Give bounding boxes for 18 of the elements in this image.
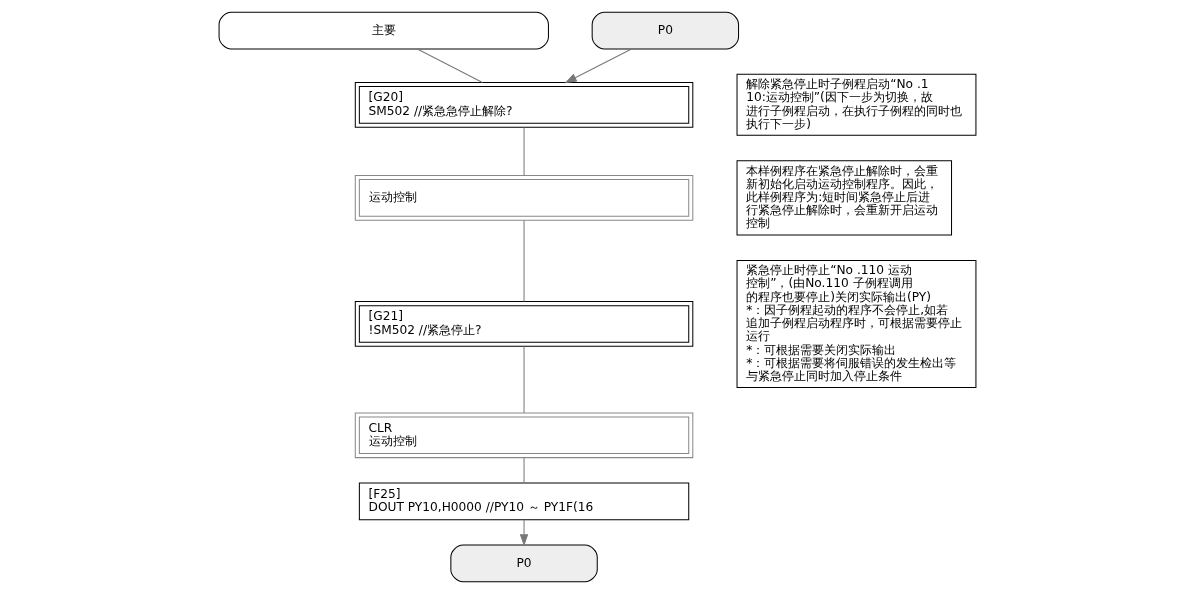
- connector: [523, 457, 525, 484]
- node-box: 运动控制: [354, 175, 693, 221]
- connector: [523, 346, 525, 414]
- node-box: [G20] SM502 //紧急急停止解除?: [354, 82, 693, 128]
- arrow: [564, 48, 632, 84]
- connector: [523, 220, 525, 303]
- node-box: [F25] DOUT PY10,H0000 //PY10 ～ PY1F(16: [358, 482, 689, 521]
- node-box: [G21] !SM502 //紧急停止?: [354, 301, 693, 347]
- node-box: 主要: [218, 11, 549, 50]
- node-box: 本样例程序在紧急停止解除时，会重新初始化启动运动控制程序。因此，此样例程序为:短时间紧急停止后进行紧急停止解除时，会重新开启运动控制: [736, 160, 952, 236]
- node-box: 解除紧急停止时子例程启动“No .110:运动控制”(因下一步为切换，故进行子例程启动，在执行子例程的同时也执行下一步): [736, 73, 976, 136]
- node-box: P0: [591, 11, 739, 50]
- arrow: [519, 519, 528, 547]
- node-box: 紧急停止时停止“No .110 运动控制”，(由No.110 子例程调用的程序也要停止)关闭实际输出(PY) *：因子例程起动的程序不会停止,如若追加子例程启动程序时，可根据需要停止运行 *：可根据需要关闭实际输出 *：可根据需要将伺服错误的发生检出等与紧急停止同时加入停止条件: [736, 259, 976, 388]
- connector: [416, 48, 483, 83]
- node-box: P0: [449, 544, 598, 583]
- node-box: CLR 运动控制: [354, 412, 693, 459]
- connector: [523, 126, 525, 176]
